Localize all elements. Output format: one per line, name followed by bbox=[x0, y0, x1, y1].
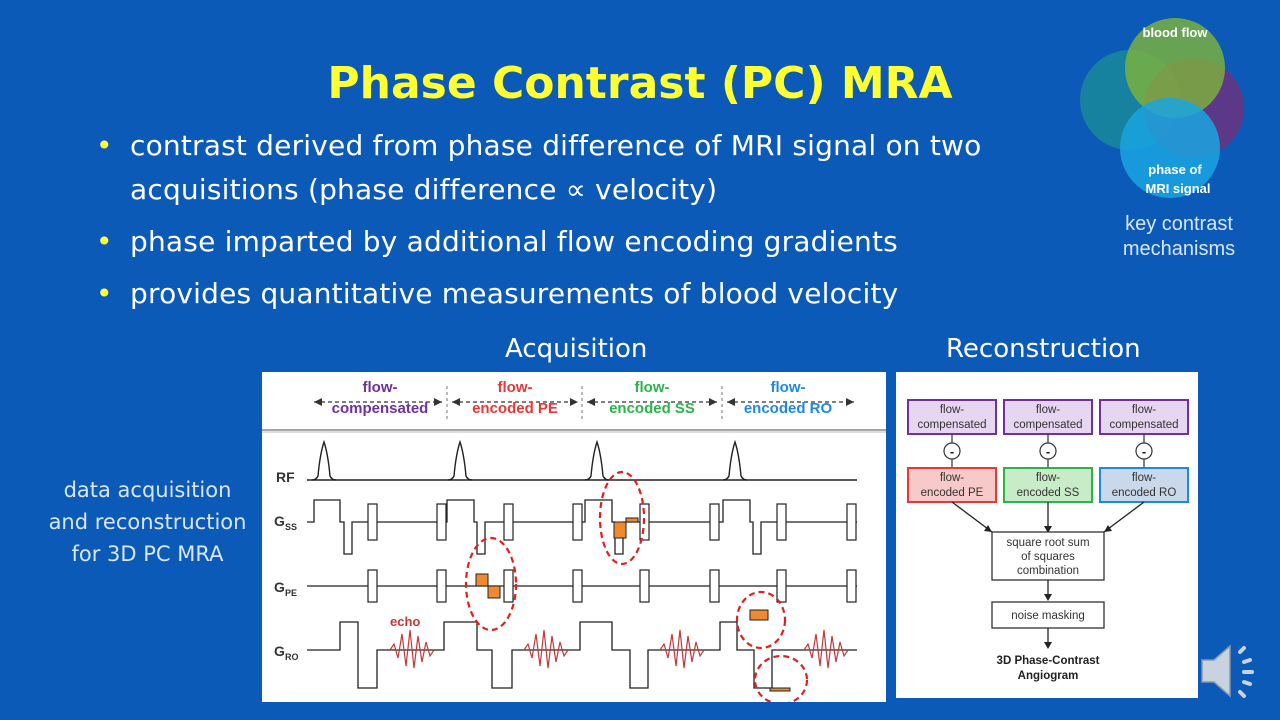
flow-encode-lobe-ss-neg bbox=[625, 517, 639, 523]
bullet-item: • phase imparted by additional flow encod… bbox=[96, 220, 1076, 264]
venn-caption-line: mechanisms bbox=[1122, 238, 1236, 260]
highlight-ellipse-ro-neg bbox=[753, 654, 809, 706]
segment-label-2b: encoded PE bbox=[472, 400, 558, 417]
encoded-label-pe-b: encoded PE bbox=[921, 487, 984, 499]
minus-circle-1 bbox=[943, 442, 961, 460]
segment-label-4b: encoded RO bbox=[744, 400, 833, 417]
reconstruction-flowchart-panel: flow- compensated flow- compensated flow… bbox=[896, 372, 1198, 698]
venn-circle-top bbox=[1125, 18, 1225, 118]
pulse-sequence-diagram: flow- compensated flow- encoded PE flow-… bbox=[262, 372, 886, 706]
row-label-gss: G bbox=[274, 513, 285, 529]
sum-label-2: of squares bbox=[1021, 551, 1075, 563]
compensated-box-3 bbox=[1099, 399, 1189, 435]
result-label-1: 3D Phase-Contrast bbox=[997, 655, 1100, 667]
compensated-label-1a: flow- bbox=[940, 404, 964, 416]
gss-waveform bbox=[307, 499, 857, 555]
compensated-label-3a: flow- bbox=[1132, 404, 1156, 416]
acquisition-diagram-panel: flow- compensated flow- encoded PE flow-… bbox=[262, 372, 886, 706]
venn-caption-line: key contrast bbox=[1125, 213, 1233, 235]
highlight-ellipse-ro-pos bbox=[735, 590, 787, 650]
compensated-box-1 bbox=[907, 399, 997, 435]
venn-bottom-label-2: MRI signal bbox=[1145, 181, 1210, 196]
segment-label-3b: encoded SS bbox=[609, 400, 695, 417]
compensated-label-3b: compensated bbox=[1109, 419, 1178, 431]
row-label-gro: G bbox=[274, 643, 285, 659]
segment-label-2a: flow- bbox=[498, 379, 533, 396]
row-label-gss-sub: SS bbox=[285, 522, 297, 532]
venn-bottom-label-1: phase of bbox=[1148, 162, 1202, 177]
bullet-dot-icon: • bbox=[96, 129, 113, 162]
acquisition-heading: Acquisition bbox=[505, 334, 648, 364]
gro-waveform bbox=[307, 621, 857, 689]
minus-sign-1: - bbox=[950, 444, 954, 459]
flow-encode-lobe-ro-pos bbox=[749, 609, 769, 621]
slide-title: Phase Contrast (PC) MRA bbox=[327, 58, 953, 109]
encoded-label-pe-a: flow- bbox=[940, 472, 964, 484]
highlight-ellipses bbox=[464, 470, 809, 706]
segment-label-1b: compensated bbox=[332, 400, 429, 417]
row-label-gpe-sub: PE bbox=[285, 588, 297, 598]
speaker-icon[interactable] bbox=[1196, 636, 1266, 706]
minus-circle-2 bbox=[1039, 442, 1057, 460]
encoded-label-ro-a: flow- bbox=[1132, 472, 1156, 484]
encoded-label-ss-b: encoded SS bbox=[1017, 487, 1080, 499]
highlight-ellipse-ss bbox=[598, 470, 646, 566]
encoded-label-ro-b: encoded RO bbox=[1112, 487, 1177, 499]
venn-diagram: blood flow phase of MRI signal bbox=[1080, 18, 1244, 198]
bullet-dot-icon: • bbox=[96, 225, 113, 258]
bullet-text: phase imparted by additional flow encodi… bbox=[130, 225, 898, 258]
flow-encode-lobe-ro-neg bbox=[769, 687, 791, 692]
flow-encode-lobe-ss-pos bbox=[613, 521, 627, 539]
segment-label-3a: flow- bbox=[635, 379, 670, 396]
side-caption-line: for 3D PC MRA bbox=[71, 542, 224, 566]
compensated-label-1b: compensated bbox=[917, 419, 986, 431]
venn-circle-bottom bbox=[1120, 98, 1220, 198]
sum-of-squares-box bbox=[991, 531, 1105, 581]
venn-top-label: blood flow bbox=[1143, 25, 1209, 40]
echo-label: echo bbox=[390, 614, 420, 629]
compensated-label-2b: compensated bbox=[1013, 419, 1082, 431]
highlight-ellipse-pe bbox=[464, 536, 518, 632]
flow-encode-lobe-pe-neg bbox=[487, 585, 501, 599]
segment-label-1a: flow- bbox=[363, 379, 398, 396]
result-label-2: Angiogram bbox=[1018, 670, 1079, 682]
rf-waveform bbox=[307, 439, 857, 481]
side-caption-line: and reconstruction bbox=[48, 510, 247, 534]
bullet-dot-icon: • bbox=[96, 277, 113, 310]
row-label-gpe: G bbox=[274, 579, 285, 595]
sum-label-3: combination bbox=[1017, 565, 1079, 577]
bullet-list: • contrast derived from phase difference … bbox=[96, 124, 1076, 324]
echo-signals bbox=[389, 629, 849, 669]
reconstruction-flowchart: flow- compensated flow- compensated flow… bbox=[907, 399, 1189, 682]
sum-label-1: square root sum bbox=[1006, 537, 1089, 549]
minus-sign-2: - bbox=[1046, 444, 1050, 459]
gpe-gradient-blocks bbox=[367, 569, 857, 603]
noise-masking-box bbox=[991, 601, 1105, 629]
minus-circle-3 bbox=[1135, 442, 1153, 460]
bullet-text: contrast derived from phase difference o… bbox=[130, 129, 982, 206]
segment-label-4a: flow- bbox=[771, 379, 806, 396]
bullet-item: • contrast derived from phase difference … bbox=[96, 124, 1076, 212]
row-label-rf: RF bbox=[276, 469, 295, 485]
bullet-text: provides quantitative measurements of bl… bbox=[130, 277, 899, 310]
noise-masking-label: noise masking bbox=[1011, 610, 1085, 622]
minus-sign-3: - bbox=[1142, 444, 1146, 459]
flow-encode-lobe-pe-pos bbox=[475, 573, 489, 587]
row-label-gro-sub: RO bbox=[285, 652, 299, 662]
compensated-label-2a: flow- bbox=[1036, 404, 1060, 416]
encoded-label-ss-a: flow- bbox=[1036, 472, 1060, 484]
side-caption: data acquisition and reconstruction for … bbox=[40, 474, 255, 570]
reconstruction-heading: Reconstruction bbox=[946, 334, 1141, 364]
venn-caption: key contrast mechanisms bbox=[1096, 212, 1262, 262]
side-caption-line: data acquisition bbox=[63, 478, 232, 502]
bullet-item: • provides quantitative measurements of b… bbox=[96, 272, 1076, 316]
